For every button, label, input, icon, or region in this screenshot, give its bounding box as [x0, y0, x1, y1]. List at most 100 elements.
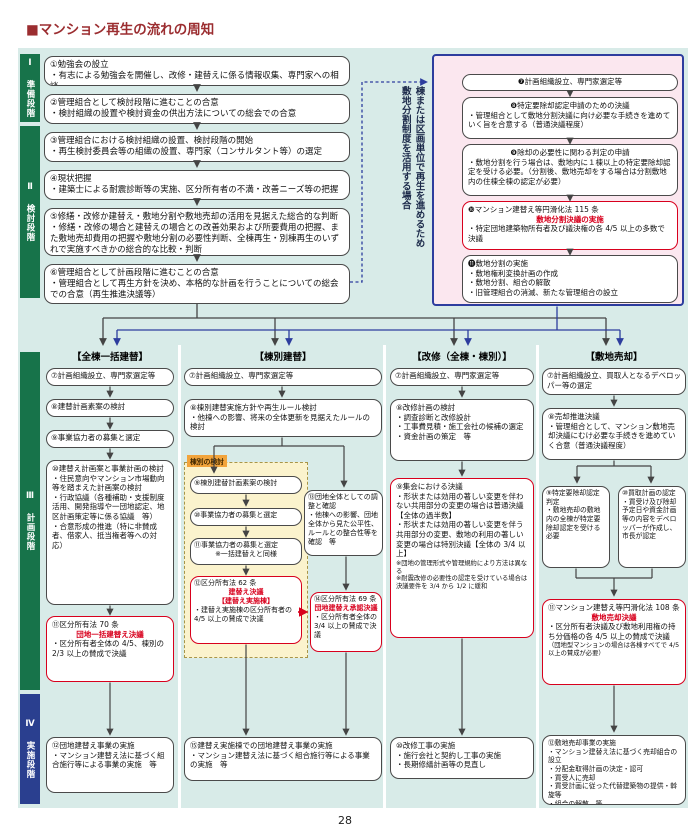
col4-box-7: ⑦計画組織設立、買取人となるデベロッパー等の選定	[542, 368, 686, 395]
col2-box-12-resolution: ⑫区分所有法 62 条 建替え決議 【建替え実施棟】 ・建替え実施棟の区分所有者…	[190, 576, 302, 644]
box-body: ・特定団地建築物所有者及び議決権の各 4/5 以上の多数で決議	[468, 224, 665, 243]
box-body: ・敷地権利変換計画の作成 ・敷地分割、組合の解散 ・旧管理組合の消滅、新たな管理…	[468, 268, 618, 297]
box-body: ・管理組合として、マンション敷地売却決議にむけ必要な手続きを進めていく合意（普通…	[548, 421, 676, 450]
box-title: ⑧改修計画の検討	[396, 403, 456, 412]
box-note: ※一括建替えと同様	[215, 549, 277, 558]
panel-box-8: ❽特定要除却認定申請のための決議 ・管理組合として敷地分割決議に向け必要な手続き…	[462, 97, 678, 139]
box-body: ・建築士による耐震診断等の実施、区分所有者の不満・改善ニーズ等の把握	[50, 184, 339, 195]
box-body: ・検討組織の設置や検討資金の供出方法についての総会での合意	[50, 108, 297, 119]
col3-box-10: ⑩改修工事の実施 ・施行会社と契約し工事の実施 ・長期修繕計画等の見直し	[390, 737, 534, 779]
box-title: ⑮建替え実施棟での団地建替え事業の実施	[190, 741, 333, 750]
col2-box-9: ⑨棟別建替計画素案の検討	[190, 476, 302, 494]
col2-box-7: ⑦計画組織設立、専門家選定等	[184, 368, 382, 386]
box-body: ・区分所有者全体の 4/5、棟別の 2/3 以上の賛成で決議	[52, 639, 164, 658]
box-body: ・形状または効用の著しい変更を伴わない共用部分の変更の場合は普通決議【全体の過半…	[396, 491, 526, 559]
box-title: ⑫区分所有法 62 条	[194, 579, 257, 587]
column3-header: 【改修（全棟・棟別）】	[412, 352, 512, 363]
box-title: ⑨集会における決議	[396, 482, 463, 491]
box-title: ①勉強会の設立	[50, 60, 109, 70]
box-title: ④現状把握	[50, 174, 92, 184]
box-title: ⑭区分所有法 69 条	[314, 595, 377, 603]
main-box-5: ⑤修繕・改修か建替え・敷地分割や敷地売却の活用を見据えた総合的な判断 ・修繕・改…	[44, 208, 350, 256]
box-body: ・区分所有者決議及び敷地利用権の持ち分価格の各 4/5 以上の賛成で決議	[548, 622, 676, 641]
box-body: ・調査診断と改修設計 ・工事費見積・施工会社の候補の選定 ・資金計画の策定 等	[396, 412, 524, 441]
box-body: ・マンション建替え法に基づく組合施行等による事業の実施 等	[52, 750, 165, 770]
main-box-4: ④現状把握 ・建築士による耐震診断等の実施、区分所有者の不満・改善ニーズ等の把握	[44, 170, 350, 200]
panel-box-10-resolution: ❿マンション建替え等円滑化法 115 条 敷地分割決議の実施 ・特定団地建築物所…	[462, 201, 678, 250]
box-title: ❾除却の必要性に関わる判定の申請	[510, 148, 630, 157]
box-body: ・有志による勉強会を開催し、改修・建替えに係る情報収集、専門家への相談	[50, 70, 339, 85]
panel-box-9: ❾除却の必要性に関わる判定の申請 ・敷地分割を行う場合は、敷地内に１棟以上の特定…	[462, 144, 678, 196]
panel-box-11: ⓫敷地分割の実施 ・敷地権利変換計画の作成 ・敷地分割、組合の解散 ・旧管理組合…	[462, 255, 678, 303]
page-title: ■マンション再生の流れの周知	[26, 22, 215, 38]
box-title: ⑥管理組合として計画段階に進むことの合意	[50, 268, 219, 278]
stage-bar-2-examination: Ⅱ 検討段階	[20, 126, 40, 298]
col3-box-8: ⑧改修計画の検討 ・調査診断と改修設計 ・工事費見積・施工会社の候補の選定 ・資…	[390, 399, 534, 461]
col1-box-12: ⑫団地建替え事業の実施 ・マンション建替え法に基づく組合施行等による事業の実施 …	[46, 737, 174, 793]
main-box-1: ①勉強会の設立 ・有志による勉強会を開催し、改修・建替えに係る情報収集、専門家へ…	[44, 56, 350, 86]
box-footnotes: （団地型マンションの場合は各棟すべてで 4/5 以上の賛成が必要）	[548, 642, 680, 658]
main-box-6: ⑥管理組合として計画段階に進むことの合意 ・管理組合として再生方針を決め、本格的…	[44, 264, 350, 304]
col1-box-10: ⑩建替え計画案と事業計画の検討 ・住民意向やマンション市場動向等を踏まえた計画案…	[46, 460, 174, 605]
col4-box-11-resolution: ⑪マンション建替え等円滑化法 108 条 敷地売却決議 ・区分所有者決議及び敷地…	[542, 599, 686, 685]
box-body: ・住民意向やマンション市場動向等を踏まえた計画案の検討 ・行政協議（各種補助・支…	[52, 473, 165, 550]
box-body: ・修繕・改修の場合と建替えの場合との改善効果および所要費用の把握、また敷地売却費…	[50, 222, 340, 255]
box-body: ・敷地売却の敷地内の全棟が特定要除却認定を受ける必要	[546, 506, 601, 541]
col4-box-8: ⑧売却推進決議 ・管理組合として、マンション敷地売却決議にむけ必要な手続きを進め…	[542, 408, 686, 460]
box-body: ・再生検討委員会等の組織の設置、専門家（コンサルタント等）の選定	[50, 146, 323, 157]
column4-header: 【敷地売却】	[585, 352, 643, 363]
col4-box-10: ⑩買取計画の認定 ・買受け及び除却予定日や資金計画等の内容をデベロッパーが作成し…	[618, 486, 686, 568]
per-building-examination-tag: 棟別の検討	[187, 455, 227, 467]
column2-header: 【棟別建替】	[254, 352, 312, 363]
box-title: ⑪事業協力者の募集と選定	[194, 541, 278, 549]
col2-box-14-resolution: ⑭区分所有法 69 条 団地建替え承認決議 ・区分所有者全体の 3/4 以上の賛…	[310, 592, 382, 652]
box-title: ⑧売却推進決議	[548, 412, 600, 421]
column1-header: 【全棟一括建替】	[71, 352, 148, 363]
site-division-side-note: 棟または区画単位で再生を進めるため 敷地分割制度を活用する場合	[399, 86, 425, 248]
col2-box-11: ⑪事業協力者の募集と選定 ※一括建替えと同様	[190, 538, 302, 565]
box-title: ⑩建替え計画案と事業計画の検討	[52, 464, 164, 473]
stage-bar-4-implementation: Ⅳ 実施段階	[20, 694, 40, 804]
box-title: ⑩改修工事の実施	[396, 741, 456, 750]
box-body: ・他棟への影響、将来の全体更新を見据えたルールの検討	[190, 412, 370, 432]
box-body: ・区分所有者全体の 3/4 以上の賛成で決議	[314, 612, 377, 639]
col1-box-11-resolution: ⑪区分所有法 70 条 団地一括建替え決議 ・区分所有者全体の 4/5、棟別の …	[46, 616, 174, 682]
box-title: ⑨特定要除却認定判定	[546, 489, 600, 506]
main-box-3: ③管理組合における検討組織の設置、検討段階の開始 ・再生検討委員会等の組織の設置…	[44, 132, 350, 162]
box-body: ・建替え実施棟の区分所有者の 4/5 以上の賛成で決議	[194, 605, 292, 623]
box-title: ⑫敷地売却事業の実施	[548, 739, 616, 747]
resolution-red-label: 団地建替え承認決議	[314, 603, 378, 612]
box-title: ⑪区分所有法 70 条	[52, 620, 119, 629]
resolution-red-label: 建替え決議	[228, 587, 264, 596]
box-body: ・敷地分割を行う場合は、敷地内に１棟以上の特定要除却認定を受ける必要。（分割後、…	[468, 157, 671, 186]
resolution-red-label: 敷地分割決議の実施	[536, 214, 604, 224]
box-title: ⑬団地全体としての調整と確認	[308, 493, 378, 510]
box-body: ・買受け及び除却予定日や資金計画等の内容をデベロッパーが作成し、市長が認定	[622, 497, 677, 541]
col1-box-9: ⑨事業協力者の募集と選定	[46, 430, 174, 448]
box-body: ・マンション建替え法に基づく売却組合の設立 ・分配金取得計画の決定・認可 ・買受…	[548, 747, 678, 805]
box-title: ⑤修繕・改修か建替え・敷地分割や敷地売却の活用を見据えた総合的な判断	[50, 212, 339, 222]
resolution-red-label: 団地一括建替え決議	[76, 629, 144, 639]
box-title: ❿マンション建替え等円滑化法 115 条	[468, 205, 599, 214]
col2-box-15: ⑮建替え実施棟での団地建替え事業の実施 ・マンション建替え法に基づく組合施行等に…	[184, 737, 382, 781]
box-body: ・管理組合として敷地分割決議に向け必要な手続きを進めていく旨を合意する（普通決議…	[468, 110, 671, 130]
box-body: ・施行会社と契約し工事の実施 ・長期修繕計画等の見直し	[396, 750, 501, 770]
box-title: ⑧棟別建替実施方針や再生ルール検討	[190, 403, 317, 412]
box-title: ②管理組合として検討段階に進むことの合意	[50, 98, 219, 108]
box-footnotes: ※団地の管理形式や管理規約により方法は異なる ※耐震改修の必要性の認定を受けてい…	[396, 559, 528, 591]
col1-box-8: ⑧建替計画素案の検討	[46, 399, 174, 417]
box-title: ③管理組合における検討組織の設置、検討段階の開始	[50, 136, 254, 146]
col3-box-7: ⑦計画組織設立、専門家選定等	[390, 368, 534, 386]
page-number: 28	[338, 814, 352, 827]
resolution-red-label: 敷地売却決議	[591, 612, 637, 622]
box-title: ⑫団地建替え事業の実施	[52, 741, 135, 750]
box-body: ・管理組合として再生方針を決め、本格的な計画を行うことについての総会での合意（再…	[50, 278, 339, 300]
box-title: ⓫敷地分割の実施	[468, 259, 528, 268]
box-title: ⑩買取計画の認定	[622, 489, 676, 497]
col2-box-8: ⑧棟別建替実施方針や再生ルール検討 ・他棟への影響、将来の全体更新を見据えたルー…	[184, 399, 382, 437]
col3-box-9-resolution: ⑨集会における決議 ・形状または効用の著しい変更を伴わない共用部分の変更の場合は…	[390, 478, 534, 638]
stage-bar-1-preparation: Ⅰ 準備段階	[20, 54, 40, 122]
col1-box-7: ⑦計画組織設立、専門家選定等	[46, 368, 174, 386]
box-body: ・マンション建替え法に基づく組合施行等による事業の実施 等	[190, 750, 370, 770]
